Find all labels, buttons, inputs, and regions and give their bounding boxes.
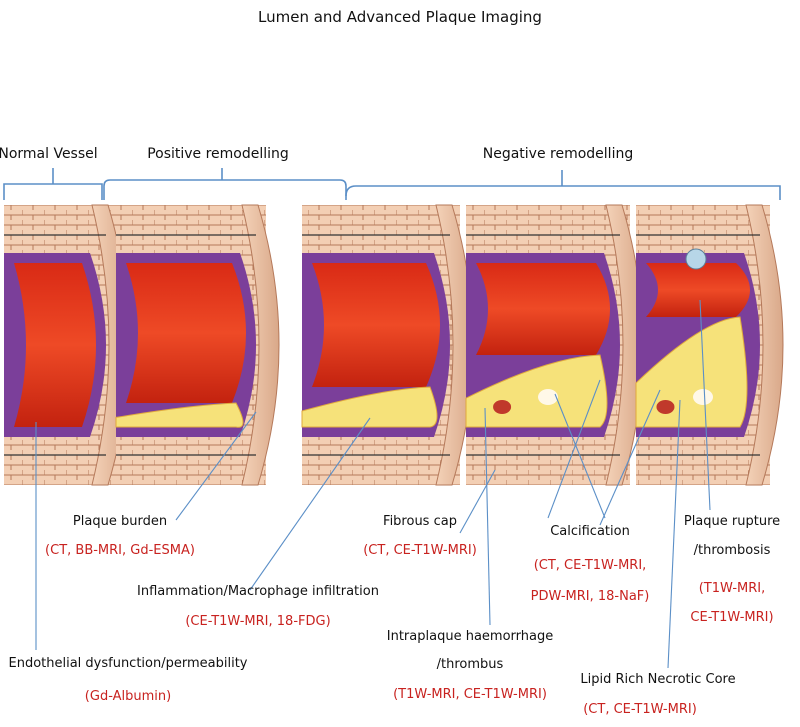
modality-endothelial-dysfunction: (Gd-Albumin): [85, 689, 171, 704]
vessel-cross-section: [241, 204, 280, 486]
haemorrhage: [493, 400, 512, 414]
label-intraplaque-thrombus: /thrombus: [437, 657, 504, 672]
modality-plaque-rupture-1: (T1W-MRI,: [699, 581, 766, 596]
calcification: [693, 389, 713, 405]
label-plaque-burden: Plaque burden: [73, 514, 167, 529]
label-endothelial-dysfunction: Endothelial dysfunction/permeability: [8, 656, 247, 671]
label-plaque-rupture: Plaque rupture: [684, 514, 780, 529]
stage-normal-vessel: Normal Vessel: [0, 146, 98, 162]
vessel-lumen: [312, 263, 440, 387]
label-inflammation: Inflammation/Macrophage infiltration: [137, 584, 379, 599]
vessel-lumen: [126, 263, 246, 403]
vessel-segments: [4, 204, 784, 486]
label-fibrous-cap: Fibrous cap: [383, 514, 457, 529]
label-thrombosis: /thrombosis: [694, 543, 771, 558]
vessel-segment-4: [465, 204, 644, 486]
vessel-lumen: [646, 263, 750, 317]
modality-lipid-rich-necrotic-core: (CT, CE-T1W-MRI): [583, 702, 697, 717]
diagram-title: Lumen and Advanced Plaque Imaging: [258, 8, 542, 26]
stage-positive-remodelling: Positive remodelling: [147, 146, 289, 162]
vessel-lumen: [14, 263, 96, 427]
plaque: [115, 402, 244, 428]
modality-plaque-rupture-2: CE-T1W-MRI): [690, 610, 773, 625]
label-intraplaque-haemorrhage: Intraplaque haemorrhage: [387, 629, 553, 644]
vessel-segment-1: [4, 204, 130, 486]
vessel-segment-5: [635, 204, 784, 486]
modality-intraplaque-haemorrhage: (T1W-MRI, CE-T1W-MRI): [393, 687, 547, 702]
stage-negative-remodelling: Negative remodelling: [483, 146, 633, 162]
modality-fibrous-cap: (CT, CE-T1W-MRI): [363, 543, 477, 558]
leader-lines: [35, 299, 711, 669]
modality-calcification-2: PDW-MRI, 18-NaF): [531, 589, 650, 604]
haemorrhage: [656, 400, 675, 414]
calcification: [538, 389, 558, 405]
modality-plaque-burden: (CT, BB-MRI, Gd-ESMA): [45, 543, 195, 558]
bracket-lines: [3, 168, 781, 200]
label-calcification: Calcification: [550, 524, 630, 539]
vessel-segment-3: [301, 204, 474, 486]
vessel-lumen: [476, 263, 610, 355]
thrombus: [685, 248, 707, 270]
plaque: [635, 316, 748, 428]
vessel-segment-2: [115, 204, 280, 486]
label-lipid-rich-necrotic-core: Lipid Rich Necrotic Core: [580, 672, 735, 687]
modality-inflammation: (CE-T1W-MRI, 18-FDG): [185, 614, 330, 629]
vessel-cross-section: [745, 204, 784, 486]
plaque: [301, 386, 438, 428]
modality-calcification-1: (CT, CE-T1W-MRI,: [534, 558, 647, 573]
